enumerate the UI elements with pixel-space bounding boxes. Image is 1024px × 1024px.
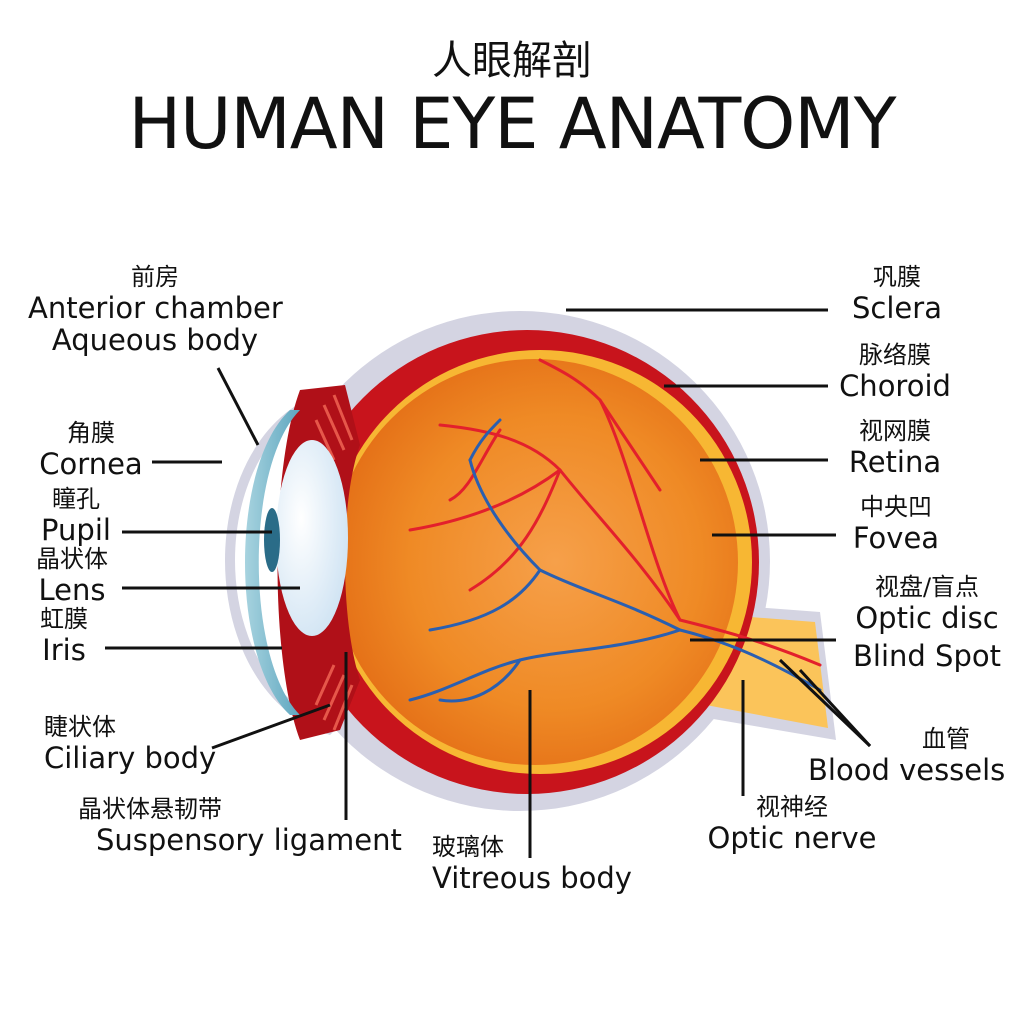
label-vitreous-body: 玻璃体 Vitreous body xyxy=(432,832,634,894)
label-lens-en: Lens xyxy=(38,573,106,607)
label-optic-nerve: 视神经 Optic nerve xyxy=(706,792,878,854)
label-retina-en: Retina xyxy=(848,445,942,479)
label-retina-cn: 视网膜 xyxy=(859,417,931,445)
label-pupil-cn: 瞳孔 xyxy=(52,485,100,513)
label-optic-disc-en: Optic disc xyxy=(855,601,999,635)
label-iris-en: Iris xyxy=(42,633,86,667)
arteries xyxy=(408,358,822,667)
label-iris-cn: 虹膜 xyxy=(40,605,88,633)
label-pupil: 瞳孔 Pupil xyxy=(38,484,114,546)
label-ciliary-body: 睫状体 Ciliary body xyxy=(44,712,218,774)
leader-ciliary xyxy=(211,703,331,750)
label-cornea-cn: 角膜 xyxy=(67,419,115,447)
label-suspensory-ligament-cn: 晶状体悬韧带 xyxy=(78,795,222,823)
label-optic-disc: 视盘/盲点 Optic disc Blind Spot xyxy=(852,572,1002,672)
leader-anterior xyxy=(216,367,260,446)
label-sclera-cn: 巩膜 xyxy=(873,263,921,291)
label-lens-cn: 晶状体 xyxy=(36,545,108,573)
vitreous-shape xyxy=(332,359,738,765)
label-sclera-en: Sclera xyxy=(852,291,942,325)
label-blood-vessels-cn: 血管 xyxy=(922,725,970,753)
label-optic-nerve-cn: 视神经 xyxy=(756,793,828,821)
veins xyxy=(408,418,822,703)
label-suspensory-ligament-en: Suspensory ligament xyxy=(96,823,402,857)
label-choroid: 脉络膜 Choroid xyxy=(836,340,954,402)
label-lens: 晶状体 Lens xyxy=(22,544,122,606)
label-choroid-cn: 脉络膜 xyxy=(859,341,931,369)
label-ciliary-body-cn: 睫状体 xyxy=(44,713,116,741)
pupil-shape xyxy=(264,508,280,572)
label-cornea-en: Cornea xyxy=(39,447,143,481)
lens-shape xyxy=(276,440,348,636)
label-retina: 视网膜 Retina xyxy=(848,416,942,478)
label-sclera: 巩膜 Sclera xyxy=(852,262,942,324)
label-vitreous-body-cn: 玻璃体 xyxy=(432,833,504,861)
label-suspensory-ligament: 晶状体悬韧带 Suspensory ligament xyxy=(78,794,402,857)
title-chinese: 人眼解剖 xyxy=(432,38,592,84)
label-anterior-chamber-cn: 前房 xyxy=(131,263,179,291)
label-aqueous-body-en: Aqueous body xyxy=(51,323,259,357)
label-vitreous-body-en: Vitreous body xyxy=(432,861,632,895)
label-fovea-cn: 中央凹 xyxy=(860,493,932,521)
title-english: HUMAN EYE ANATOMY xyxy=(128,83,897,165)
label-anterior-chamber: 前房 Anterior chamber Aqueous body xyxy=(28,262,283,357)
cornea-shape xyxy=(245,410,300,715)
leader-bv2 xyxy=(798,668,872,748)
label-blood-vessels: 血管 Blood vessels xyxy=(808,724,1006,787)
label-fovea-en: Fovea xyxy=(852,521,940,555)
label-blind-spot-en: Blind Spot xyxy=(853,639,1001,673)
label-blood-vessels-en: Blood vessels xyxy=(808,753,1006,787)
label-pupil-en: Pupil xyxy=(41,513,111,547)
label-fovea: 中央凹 Fovea xyxy=(852,492,940,554)
label-cornea: 角膜 Cornea xyxy=(38,418,144,480)
label-iris: 虹膜 Iris xyxy=(34,604,94,666)
label-ciliary-body-en: Ciliary body xyxy=(44,741,217,775)
label-optic-nerve-en: Optic nerve xyxy=(707,821,877,855)
label-optic-disc-cn: 视盘/盲点 xyxy=(874,573,980,601)
label-choroid-en: Choroid xyxy=(839,369,951,403)
label-anterior-chamber-en: Anterior chamber xyxy=(28,291,283,325)
